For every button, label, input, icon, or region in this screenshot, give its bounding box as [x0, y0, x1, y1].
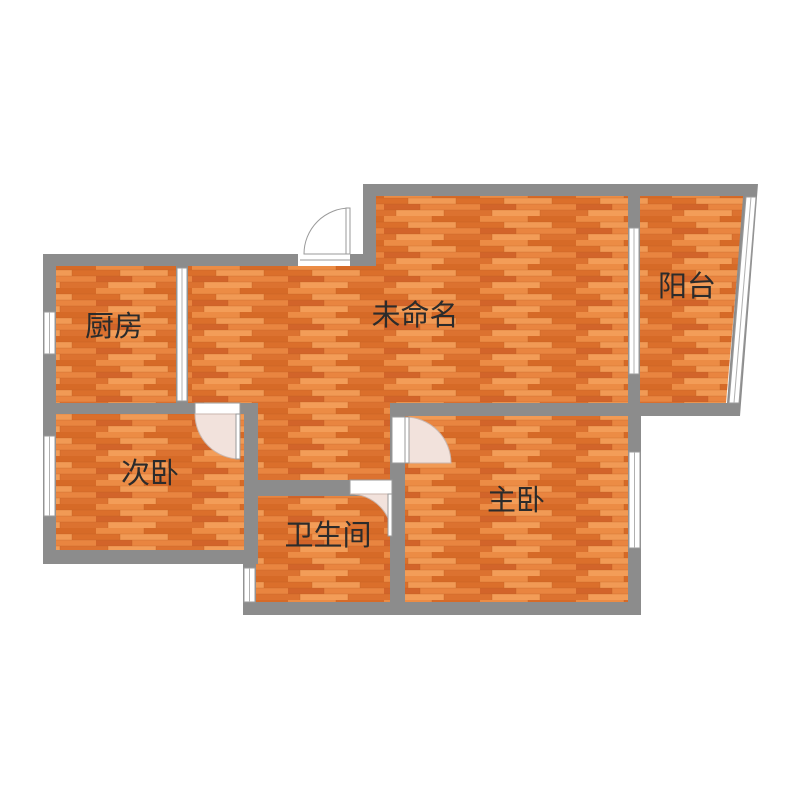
- room-label-living: 未命名: [371, 298, 458, 332]
- wall: [43, 550, 256, 564]
- wall: [244, 480, 302, 496]
- kitchen-floor: [56, 266, 178, 403]
- room-label-bathroom: 卫生间: [284, 518, 371, 552]
- room-label-balcony: 阳台: [658, 269, 716, 303]
- wall: [628, 403, 728, 416]
- living-floor: [188, 196, 628, 480]
- room-labels: 厨房 未命名 阳台 次卧 卫生间 主卧: [85, 269, 716, 552]
- room-label-kitchen: 厨房: [85, 309, 143, 343]
- wall: [43, 254, 298, 266]
- bathroom-floor: [256, 496, 390, 602]
- doors: [194, 207, 452, 537]
- room-label-second-bedroom: 次卧: [121, 456, 179, 490]
- wall: [363, 184, 376, 266]
- wall: [363, 184, 756, 196]
- wall: [243, 602, 641, 615]
- second-bedroom-door: [194, 402, 241, 460]
- windows: [43, 196, 757, 603]
- master-bedroom-door: [391, 416, 452, 464]
- entry-door: [298, 207, 351, 266]
- wall: [43, 403, 195, 414]
- room-label-master-bedroom: 主卧: [487, 483, 545, 517]
- bathroom-door: [302, 479, 393, 537]
- wall: [390, 403, 641, 416]
- balcony-floor: [640, 196, 744, 403]
- floors: [56, 196, 744, 602]
